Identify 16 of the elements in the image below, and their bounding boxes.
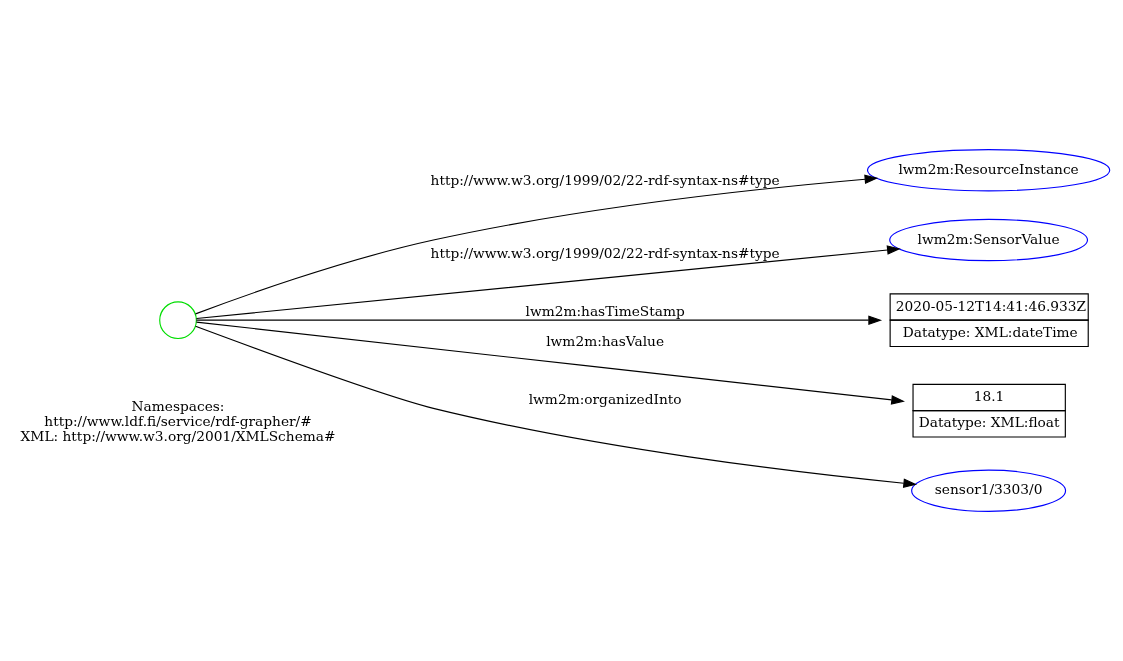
edge-label: http://www.w3.org/1999/02/22-rdf-syntax-ns#type: [430, 244, 780, 261]
label: http://www.ldf.fi/service/rdf-grapher/#: [44, 412, 312, 429]
edge-label: lwm2m:hasValue: [546, 333, 665, 350]
label: Namespaces:: [131, 397, 225, 414]
edge-label: http://www.w3.org/1999/02/22-rdf-syntax-ns#type: [430, 171, 780, 188]
arrow: [195, 245, 901, 320]
label: XML: http://www.w3.org/2001/XMLSchema#: [20, 427, 336, 444]
node-circle: [159, 301, 197, 340]
edge-label: lwm2m:hasTimeStamp: [525, 303, 685, 320]
edge-label: lwm2m:organizedInto: [528, 391, 682, 408]
node-ellipse: lwm2m:SensorValue: [889, 218, 1089, 262]
arrow: [195, 315, 883, 325]
arrow: [195, 321, 905, 405]
arrow: [194, 325, 918, 488]
arrow: [195, 174, 879, 315]
node-ellipse: sensor1/3303/0: [911, 469, 1067, 512]
